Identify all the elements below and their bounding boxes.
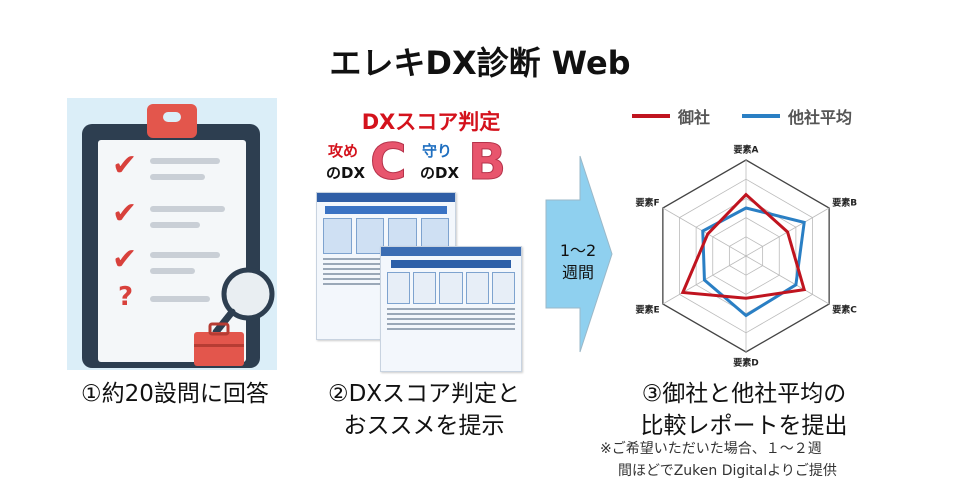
delivery-note-line2: 間ほどでZuken Digitalよりご提供 (618, 463, 837, 479)
check-icon: ✔ (112, 148, 138, 183)
arrow-label-line1: 1～2 (559, 241, 597, 260)
legend-swatch-average (742, 114, 780, 118)
text-line (150, 206, 225, 212)
radar-series-ours (680, 192, 807, 300)
page-diagram (387, 272, 516, 304)
radar-axis-label: 要素C (832, 303, 857, 315)
timeline-arrow (545, 155, 613, 353)
page-band (391, 260, 511, 268)
radar-axis-label: 要素E (636, 303, 660, 315)
magnifier-and-briefcase-icon (194, 267, 275, 366)
defense-dx-label: のDX (420, 164, 460, 182)
radar-series-average (701, 206, 806, 318)
chart-legend: 御社 他社平均 (632, 104, 872, 130)
radar-spoke (745, 255, 830, 305)
check-icon: ✔ (112, 196, 138, 231)
clipboard-clamp-hole (163, 112, 181, 122)
defense-label: 守り (422, 142, 453, 160)
step2-caption: ②DXスコア判定と おススメを提示 (306, 378, 542, 442)
radar-spoke (662, 207, 747, 257)
score-heading: DXスコア判定 (361, 110, 501, 134)
page-diagram (323, 218, 449, 254)
delivery-note: ※ご希望いただいた場合、１～２週 間ほどでZuken Digitalよりご提供 (600, 438, 900, 482)
offense-label: 攻め (328, 142, 359, 160)
radar-axis-label: 要素F (636, 197, 660, 209)
arrow-label: 1～2 週間 (548, 240, 608, 284)
defense-grade: B (467, 133, 507, 191)
radar-chart: 要素A 要素B 要素C 要素D 要素E 要素F (636, 143, 858, 369)
check-icon: ✔ (112, 242, 138, 277)
page-header-bar (317, 193, 455, 202)
legend-label-ours: 御社 (678, 108, 711, 127)
step3-caption: ③御社と他社平均の 比較レポートを提出 (616, 378, 872, 442)
text-line (150, 268, 195, 274)
text-line (150, 296, 210, 302)
legend-label-average: 他社平均 (788, 108, 853, 127)
text-line (150, 252, 220, 258)
radar-axis-label: 要素A (734, 143, 759, 155)
step3-caption-line1: ③御社と他社平均の (641, 381, 847, 407)
step1-caption: ①約20設問に回答 (81, 381, 269, 407)
text-line (150, 222, 200, 228)
arrow-label-line2: 週間 (561, 263, 594, 282)
question-icon: ? (118, 282, 134, 312)
step2-caption-line2: おススメを提示 (343, 413, 505, 439)
text-line (150, 158, 220, 164)
page-title: エレキDX診断 Web (329, 44, 631, 82)
delivery-note-line1: ※ご希望いただいた場合、１～２週 (600, 441, 822, 457)
offense-grade: C (370, 133, 408, 191)
step3-caption-line2: 比較レポートを提出 (640, 413, 848, 439)
offense-dx-label: のDX (326, 164, 366, 182)
page-band (325, 206, 447, 214)
step2-caption-line1: ②DXスコア判定と (327, 381, 521, 407)
report-page-thumbnail (316, 192, 456, 340)
radar-axis-label: 要素B (832, 197, 857, 209)
radar-axis-label: 要素D (733, 357, 758, 369)
legend-swatch-ours (632, 114, 670, 118)
text-line (150, 174, 205, 180)
report-page-thumbnail (380, 246, 522, 372)
page-header-bar (381, 247, 521, 256)
